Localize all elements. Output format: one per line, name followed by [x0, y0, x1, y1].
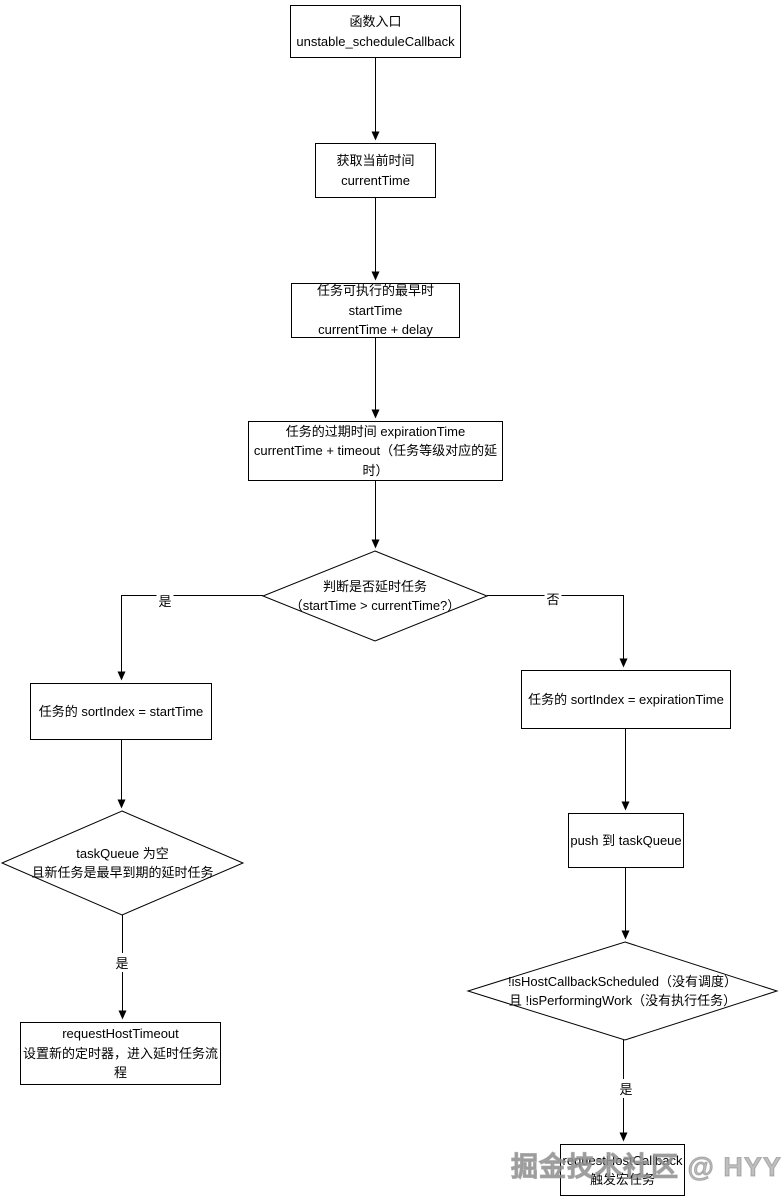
node-expiration-time-line1: 任务的过期时间 expirationTime — [285, 423, 466, 439]
node-push-task-queue: push 到 taskQueue — [568, 813, 684, 868]
edge-label-yes-left: 是 — [156, 591, 174, 610]
node-get-time-line2: currentTime — [341, 172, 410, 188]
edge-label-yes-right-bottom: 是 — [617, 1079, 635, 1098]
node-sort-index-start: 任务的 sortIndex = startTime — [30, 683, 212, 740]
node-request-host-callback: requestHostCallback 触发宏任务 — [560, 1144, 685, 1196]
node-sort-index-expiration: 任务的 sortIndex = expirationTime — [521, 670, 731, 729]
node-start-time-line2: currentTime + delay — [318, 322, 433, 338]
node-get-time-line1: 获取当前时间 — [336, 153, 415, 168]
edge-decision-yes-left — [117, 595, 263, 681]
decision-not-scheduled-shape — [466, 941, 779, 1041]
node-sort-index-expiration-line1: 任务的 sortIndex = expirationTime — [528, 691, 724, 707]
node-request-host-timeout-line2: 设置新的定时器，进入延时任务流程 — [22, 1045, 218, 1081]
node-get-time: 获取当前时间 currentTime — [315, 143, 436, 198]
node-push-task-queue-line1: push 到 taskQueue — [570, 832, 682, 848]
node-start-time-line1: 任务可执行的最早时 startTime — [316, 283, 434, 318]
node-request-host-callback-line2: 触发宏任务 — [589, 1172, 655, 1187]
node-entry-line2: unstable_scheduleCallback — [296, 33, 455, 49]
node-request-host-timeout-line1: requestHostTimeout — [62, 1026, 179, 1042]
decision-taskqueue-empty-shape — [0, 810, 245, 916]
edge-label-no-right: 否 — [544, 589, 562, 608]
node-entry: 函数入口 unstable_scheduleCallback — [290, 5, 461, 58]
edge-decision-no-right — [487, 595, 628, 668]
node-request-host-timeout: requestHostTimeout 设置新的定时器，进入延时任务流程 — [20, 1022, 221, 1085]
node-start-time: 任务可执行的最早时 startTime currentTime + delay — [291, 283, 460, 338]
node-request-host-callback-line1: requestHostCallback — [562, 1152, 683, 1168]
edge-label-yes-left-bottom: 是 — [113, 953, 131, 972]
node-entry-line1: 函数入口 — [349, 14, 402, 29]
decision-is-delayed-shape — [261, 550, 489, 642]
node-expiration-time-line2: currentTime + timeout（任务等级对应的延时） — [253, 443, 498, 478]
watermark-text: 掘金技术社区 @ HYY — [511, 1152, 782, 1183]
node-expiration-time: 任务的过期时间 expirationTime currentTime + tim… — [248, 421, 503, 481]
node-sort-index-start-line1: 任务的 sortIndex = startTime — [38, 703, 204, 719]
